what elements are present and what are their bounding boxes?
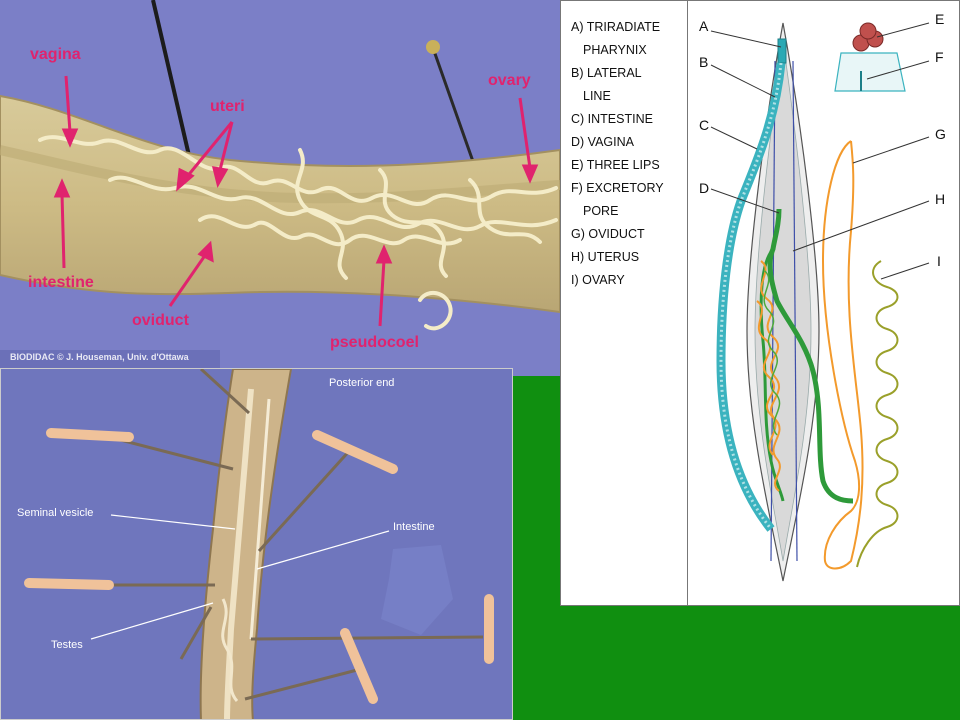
oviduct [821,140,864,570]
diagram-letter-h: H [935,191,946,207]
three-lips [852,22,884,52]
legend-item: F) EXCRETORY [571,181,664,195]
label-uteri: uteri [210,98,245,115]
legend-item: B) LATERAL [571,66,642,80]
legend-item: I) OVARY [571,273,625,287]
label-intestine: intestine [28,274,94,291]
legend-item: G) OVIDUCT [571,227,645,241]
female-dissection-illustration [0,0,560,368]
legend-item: PORE [583,204,619,218]
legend-panel: A) TRIRADIATE PHARYNIX B) LATERAL LINE C… [561,1,688,605]
triradiate-pharynx [777,38,787,64]
legend-item: PHARYNIX [583,43,647,57]
stain [381,545,453,635]
diagram-letter-a: A [699,18,709,34]
pin-heads [24,428,494,704]
pin-head [426,40,440,54]
diagram-letter-g: G [935,126,946,142]
reproductive-tubules [38,135,558,331]
pin [431,47,478,171]
background-band-lower [513,606,960,720]
male-dissection-illustration [24,369,494,719]
legend-item: E) THREE LIPS [571,158,660,172]
testes-tissue [221,598,239,702]
female-dissection-photo: vagina uteri ovary intestine oviduct pse… [0,0,560,376]
legend-item: D) VAGINA [571,135,634,149]
label-vagina: vagina [30,46,81,63]
internal-oviduct-coils [756,260,781,492]
pins [75,369,484,701]
label-seminal-vesicle: Seminal vesicle [17,507,94,519]
pointer-lines [710,22,930,280]
label-oviduct: oviduct [132,312,189,329]
uterus [767,208,854,504]
pseudocoel-region [754,40,812,562]
male-dissection-photo: Posterior end Seminal vesicle Intestine … [0,368,513,720]
legend-item: H) UTERUS [571,250,640,264]
legend-item: A) TRIRADIATE [571,20,661,34]
excretory-pore-section [834,52,906,92]
label-lines [90,514,390,640]
legend-item: C) INTESTINE [571,112,653,126]
diagram-letter-e: E [935,11,945,27]
diagram-letter-f: F [935,49,944,65]
worm-diagram [710,22,930,582]
intestine-tissue [249,398,271,640]
label-testes: Testes [51,639,83,651]
intestine [716,62,786,532]
label-posterior-end: Posterior end [329,377,395,389]
image-credit: BIODIDAC © J. Houseman, Univ. d'Ottawa [10,352,189,362]
legend-item: LINE [583,89,611,103]
pin [151,0,192,161]
diagram-letter-i: I [937,253,941,269]
lateral-line [792,60,798,562]
label-intestine: Intestine [393,521,435,533]
ovary [856,260,899,568]
internal-ovary-coils [763,270,781,436]
label-ovary: ovary [488,72,531,89]
diagram-letter-b: B [699,54,709,70]
diagram-letter-d: D [699,180,710,196]
seminal-vesicle-tissue [224,388,254,719]
credit-strip [0,350,220,368]
label-pseudocoel: pseudocoel [330,334,419,351]
diagram-letter-c: C [699,117,710,133]
anatomy-diagram: A) TRIRADIATE PHARYNIX B) LATERAL LINE C… [560,0,960,606]
label-arrows [53,75,539,327]
